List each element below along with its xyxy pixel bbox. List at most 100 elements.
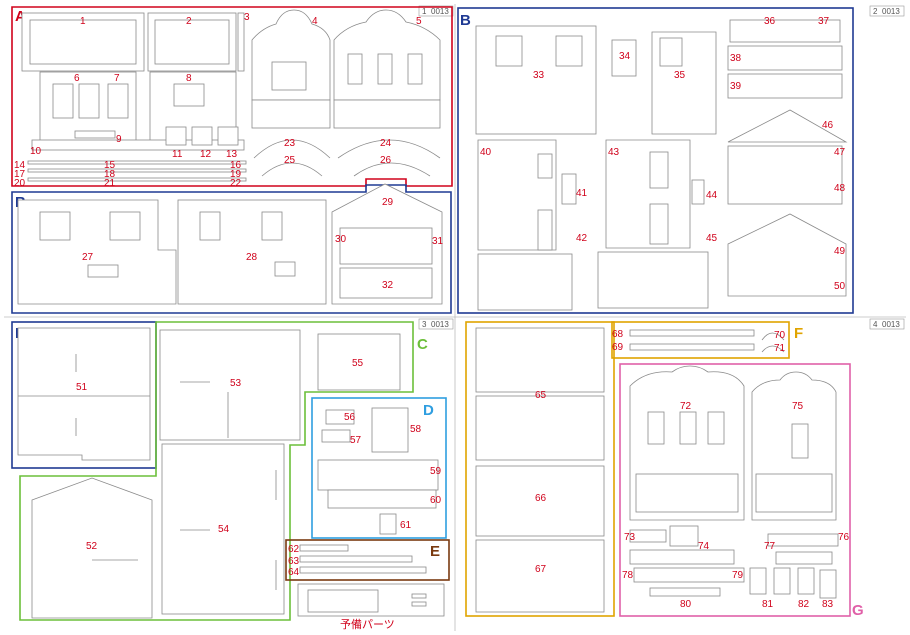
part-number-30: 30 bbox=[335, 234, 347, 245]
section-label-d: D bbox=[423, 402, 434, 419]
part-number-79: 79 bbox=[732, 570, 744, 581]
part-number-28: 28 bbox=[246, 252, 258, 263]
sheet-tag-4 bbox=[869, 318, 905, 330]
section-b-frame-2 bbox=[457, 7, 854, 314]
part-number-65: 65 bbox=[535, 390, 547, 401]
part-number-44: 44 bbox=[706, 190, 718, 201]
part-number-7: 7 bbox=[114, 73, 120, 84]
part-number-25: 25 bbox=[284, 155, 296, 166]
part-number-66: 66 bbox=[535, 493, 547, 504]
part-number-12: 12 bbox=[200, 149, 212, 160]
part-number-10: 10 bbox=[30, 146, 42, 157]
part-number-42: 42 bbox=[576, 233, 588, 244]
part-number-34: 34 bbox=[619, 51, 631, 62]
part-number-26: 26 bbox=[380, 155, 392, 166]
part-number-48: 48 bbox=[834, 183, 846, 194]
part-number-3: 3 bbox=[244, 12, 250, 23]
part-number-33: 33 bbox=[533, 70, 545, 81]
part-number-2: 2 bbox=[186, 16, 192, 27]
part-number-8: 8 bbox=[186, 73, 192, 84]
section-c-frame bbox=[19, 321, 414, 621]
sheet-number-2: 2 bbox=[873, 7, 878, 16]
part-number-11: 11 bbox=[172, 149, 183, 160]
part-number-69: 69 bbox=[612, 342, 624, 353]
part-number-56: 56 bbox=[344, 412, 356, 423]
section-a-frame bbox=[11, 6, 453, 187]
parts-group-g bbox=[629, 365, 839, 599]
sheet-number-1: 1 bbox=[422, 7, 427, 16]
part-number-67: 67 bbox=[535, 564, 547, 575]
part-number-36: 36 bbox=[764, 16, 776, 27]
part-number-61: 61 bbox=[400, 520, 412, 531]
part-number-58: 58 bbox=[410, 424, 422, 435]
part-number-13: 13 bbox=[226, 149, 238, 160]
section-label-f: F bbox=[794, 325, 803, 342]
part-number-51: 51 bbox=[76, 382, 88, 393]
part-number-74: 74 bbox=[698, 541, 710, 552]
section-label-g: G bbox=[852, 602, 864, 619]
parts-group-e bbox=[299, 544, 427, 574]
sheet-number-4: 4 bbox=[873, 320, 878, 329]
parts-group-f bbox=[475, 327, 785, 613]
part-number-54: 54 bbox=[218, 524, 230, 535]
part-number-17: 17 bbox=[14, 169, 26, 180]
sheet-code-4: 0013 bbox=[882, 320, 900, 329]
part-number-35: 35 bbox=[674, 70, 686, 81]
part-number-52: 52 bbox=[86, 541, 98, 552]
section-g-frame bbox=[619, 363, 851, 617]
parts-group-b-1 bbox=[17, 183, 443, 305]
part-number-64: 64 bbox=[288, 567, 300, 578]
part-number-41: 41 bbox=[576, 188, 588, 199]
part-number-38: 38 bbox=[730, 53, 742, 64]
parts-group-a bbox=[21, 9, 441, 182]
sheet-code-1: 0013 bbox=[431, 7, 449, 16]
sheet-code-3: 0013 bbox=[431, 320, 449, 329]
part-number-24: 24 bbox=[380, 138, 392, 149]
sheet-number-3: 3 bbox=[422, 320, 427, 329]
part-number-80: 80 bbox=[680, 599, 692, 610]
part-number-9: 9 bbox=[116, 134, 122, 145]
part-number-47: 47 bbox=[834, 147, 846, 158]
part-number-49: 49 bbox=[834, 246, 846, 257]
section-f-frame-right bbox=[611, 321, 790, 359]
part-number-83: 83 bbox=[822, 599, 834, 610]
part-number-63: 63 bbox=[288, 556, 300, 567]
parts-group-b-3 bbox=[17, 327, 151, 461]
part-number-32: 32 bbox=[382, 280, 394, 291]
section-label-c: C bbox=[417, 336, 428, 353]
part-number-62: 62 bbox=[288, 544, 300, 555]
part-number-15: 15 bbox=[104, 160, 116, 171]
part-number-18: 18 bbox=[104, 169, 116, 180]
part-number-60: 60 bbox=[430, 495, 442, 506]
section-label-e: E bbox=[430, 543, 440, 560]
part-number-81: 81 bbox=[762, 599, 774, 610]
sheet-tag-2 bbox=[869, 5, 905, 17]
parts-group-d bbox=[317, 407, 439, 535]
section-e-frame bbox=[285, 539, 450, 581]
part-number-22: 22 bbox=[230, 178, 242, 189]
section-b-frame-1 bbox=[11, 184, 452, 314]
parts-group-b-2 bbox=[475, 19, 848, 311]
part-number-4: 4 bbox=[312, 16, 318, 27]
part-number-16: 16 bbox=[230, 160, 242, 171]
part-number-77: 77 bbox=[764, 541, 776, 552]
part-number-68: 68 bbox=[612, 329, 624, 340]
part-number-46: 46 bbox=[822, 120, 834, 131]
part-number-5: 5 bbox=[416, 16, 422, 27]
section-label-a: A bbox=[15, 8, 26, 25]
part-number-72: 72 bbox=[680, 401, 692, 412]
spare-parts-label: 予備パーツ bbox=[340, 618, 395, 631]
part-number-76: 76 bbox=[838, 532, 850, 543]
part-number-57: 57 bbox=[350, 435, 362, 446]
part-number-1: 1 bbox=[80, 16, 86, 27]
sheet-tag-1 bbox=[418, 5, 454, 17]
part-number-31: 31 bbox=[432, 236, 444, 247]
part-number-23: 23 bbox=[284, 138, 296, 149]
part-number-73: 73 bbox=[624, 532, 636, 543]
spare-parts-group bbox=[297, 583, 445, 617]
part-number-53: 53 bbox=[230, 378, 242, 389]
part-number-29: 29 bbox=[382, 197, 394, 208]
part-number-55: 55 bbox=[352, 358, 364, 369]
